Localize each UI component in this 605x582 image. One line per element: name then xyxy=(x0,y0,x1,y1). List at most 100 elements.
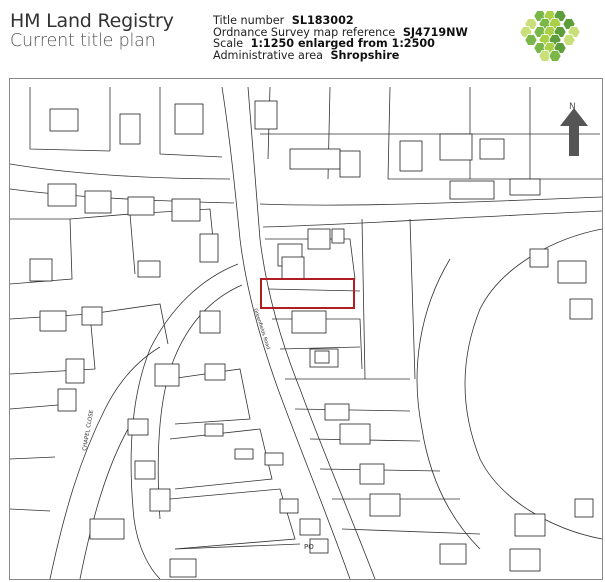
area-row: Administrative area Shropshire xyxy=(213,48,468,62)
building-label-po: PO xyxy=(304,543,314,551)
building xyxy=(339,150,361,178)
plot-line xyxy=(409,218,416,380)
brand-subtitle: Current title plan xyxy=(10,31,156,51)
chapel-close-west xyxy=(49,346,161,579)
building xyxy=(39,310,67,332)
west-loop-inner xyxy=(157,284,243,520)
building xyxy=(264,452,284,466)
east-curve-outer xyxy=(416,258,481,550)
scale-label: Scale xyxy=(213,37,244,51)
scale-row: Scale 1:1250 enlarged from 1:2500 xyxy=(213,38,468,50)
top-road-east-north-edge xyxy=(259,196,602,206)
building xyxy=(89,518,125,540)
title-plan-map[interactable]: Greenfields Road CHAPEL CLOSE PO xyxy=(9,78,603,580)
building xyxy=(449,180,495,200)
building xyxy=(279,498,299,514)
building xyxy=(529,248,549,268)
building xyxy=(169,558,197,578)
building xyxy=(299,518,321,536)
building xyxy=(234,448,254,460)
north-arrow-icon xyxy=(560,108,588,156)
building xyxy=(47,183,77,207)
plot-line xyxy=(169,488,296,550)
chapel-close-east xyxy=(79,428,129,579)
street-label-chapel-close: CHAPEL CLOSE xyxy=(82,409,95,451)
building xyxy=(574,498,594,518)
building xyxy=(289,148,341,170)
west-loop-outer xyxy=(130,263,239,579)
plot-line xyxy=(294,408,411,412)
building xyxy=(127,418,149,436)
building xyxy=(171,198,201,222)
area-label: Administrative area xyxy=(213,48,323,62)
building xyxy=(127,196,155,216)
building xyxy=(369,493,401,517)
top-road-east-south-edge xyxy=(262,210,602,228)
brand: HM Land Registry Current title plan xyxy=(10,11,174,51)
building xyxy=(65,358,85,384)
building xyxy=(199,233,219,263)
street-label-greenfields: Greenfields Road xyxy=(252,308,271,350)
plot-line xyxy=(169,428,273,490)
plot-line xyxy=(29,87,111,152)
building xyxy=(137,260,161,278)
plot-line xyxy=(89,303,169,345)
plot-line xyxy=(361,218,366,380)
osref-row: Ordnance Survey map reference SJ4719NW xyxy=(213,25,468,39)
top-road-north-edge xyxy=(10,163,231,180)
title-boundary-outline[interactable] xyxy=(260,278,355,309)
title-info: Title number SL183002 Ordnance Survey ma… xyxy=(213,15,468,61)
scale-value: 1:1250 enlarged from 1:2500 xyxy=(250,37,435,51)
building xyxy=(291,310,327,334)
plot-line xyxy=(10,508,51,512)
building xyxy=(307,228,331,250)
building xyxy=(204,363,226,381)
osref-value: SJ4719NW xyxy=(402,25,468,39)
building xyxy=(439,543,467,565)
header: HM Land Registry Current title plan Titl… xyxy=(0,0,605,80)
building xyxy=(84,190,112,214)
osref-label: Ordnance Survey map reference xyxy=(213,25,396,39)
building xyxy=(314,350,330,364)
building xyxy=(339,423,371,445)
building xyxy=(49,108,79,132)
building xyxy=(331,228,345,244)
building xyxy=(81,306,103,326)
plot-line xyxy=(279,346,361,350)
hm-land-registry-logo-icon xyxy=(520,10,580,62)
logo-hexagon xyxy=(538,50,552,62)
building xyxy=(174,103,204,135)
building xyxy=(324,403,350,421)
plot-line xyxy=(341,528,481,535)
building xyxy=(439,133,473,161)
building xyxy=(309,538,329,554)
title-number-label: Title number xyxy=(213,14,285,27)
building xyxy=(399,140,423,172)
building xyxy=(29,258,53,282)
east-curve-inner xyxy=(464,228,602,540)
building xyxy=(479,138,505,160)
logo-hexagon xyxy=(562,34,576,46)
building xyxy=(359,463,385,485)
title-number-row: Title number SL183002 xyxy=(213,15,468,27)
logo-hexagon xyxy=(524,34,538,46)
logo-hexagon xyxy=(548,50,562,62)
plot-line xyxy=(10,456,56,460)
main-road-west-edge xyxy=(221,86,351,579)
title-number-value: SL183002 xyxy=(291,14,354,27)
building xyxy=(204,423,224,437)
building xyxy=(134,460,156,480)
building xyxy=(557,260,587,284)
plot-line xyxy=(267,288,361,292)
brand-title: HM Land Registry xyxy=(10,10,174,32)
building xyxy=(509,178,541,196)
area-value: Shropshire xyxy=(330,48,400,62)
building xyxy=(509,548,541,572)
building xyxy=(281,256,305,280)
building xyxy=(569,298,593,320)
top-road-south-edge xyxy=(10,188,235,204)
building xyxy=(57,388,77,412)
plot-line xyxy=(174,543,301,550)
building xyxy=(149,488,171,512)
plot-line xyxy=(10,218,73,285)
